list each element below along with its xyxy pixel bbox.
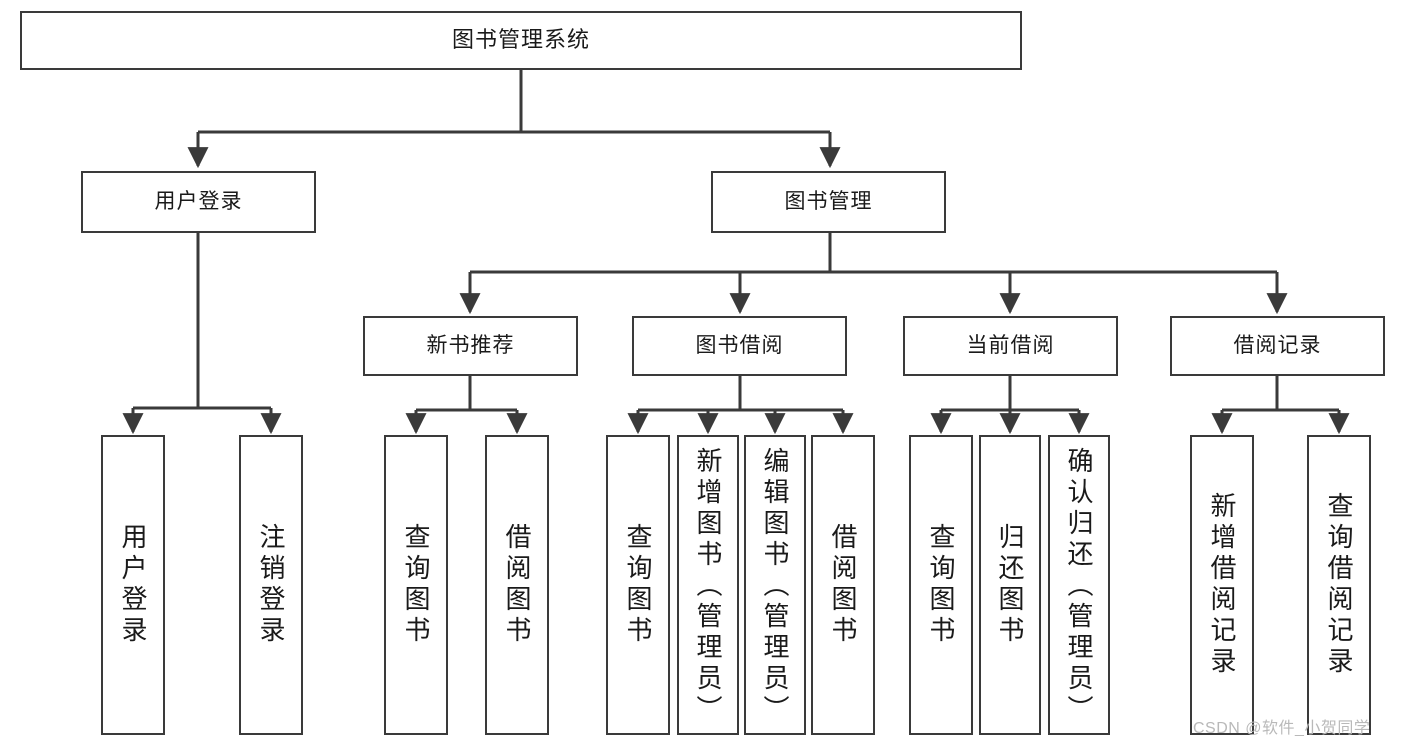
node-label: 确认归还（管理员）: [1064, 447, 1094, 726]
node-label: 图书管理系统: [451, 27, 590, 53]
leaf-record-add-borrow-record[interactable]: 新增借阅记录: [1190, 435, 1254, 735]
node-label: 借阅记录: [1233, 334, 1322, 358]
leaf-user-logout[interactable]: 注销登录: [239, 435, 303, 735]
node-user-login[interactable]: 用户登录: [81, 171, 316, 233]
leaf-recommend-borrow-book[interactable]: 借阅图书: [485, 435, 549, 735]
node-label: 查询借阅记录: [1324, 492, 1354, 678]
leaf-current-return-book[interactable]: 归还图书: [979, 435, 1041, 735]
node-label: 图书借阅: [695, 334, 784, 358]
node-label: 新增图书（管理员）: [693, 447, 723, 726]
node-label: 注销登录: [256, 523, 286, 647]
leaf-recommend-query-book[interactable]: 查询图书: [384, 435, 448, 735]
leaf-borrow-borrow-book[interactable]: 借阅图书: [811, 435, 875, 735]
node-label: 新书推荐: [426, 334, 515, 358]
leaf-borrow-query-book[interactable]: 查询图书: [606, 435, 670, 735]
node-label: 当前借阅: [966, 334, 1055, 358]
node-label: 借阅图书: [828, 523, 858, 647]
node-label: 新增借阅记录: [1207, 492, 1237, 678]
node-current-borrow[interactable]: 当前借阅: [903, 316, 1118, 376]
leaf-current-query-book[interactable]: 查询图书: [909, 435, 973, 735]
node-root-system[interactable]: 图书管理系统: [20, 11, 1022, 70]
leaf-record-query-borrow-record[interactable]: 查询借阅记录: [1307, 435, 1371, 735]
leaf-borrow-add-book-admin[interactable]: 新增图书（管理员）: [677, 435, 739, 735]
node-label: 查询图书: [401, 523, 431, 647]
leaf-user-login[interactable]: 用户登录: [101, 435, 165, 735]
node-book-borrow[interactable]: 图书借阅: [632, 316, 847, 376]
leaf-current-confirm-return-admin[interactable]: 确认归还（管理员）: [1048, 435, 1110, 735]
leaf-borrow-edit-book-admin[interactable]: 编辑图书（管理员）: [744, 435, 806, 735]
node-new-book-recommend[interactable]: 新书推荐: [363, 316, 578, 376]
node-label: 用户登录: [154, 190, 243, 214]
node-label: 归还图书: [995, 523, 1025, 647]
node-label: 用户登录: [118, 523, 148, 647]
watermark-text: CSDN @软件_小贺同学: [1193, 720, 1371, 737]
node-label: 查询图书: [926, 523, 956, 647]
node-label: 借阅图书: [502, 523, 532, 647]
node-book-management[interactable]: 图书管理: [711, 171, 946, 233]
node-label: 编辑图书（管理员）: [760, 447, 790, 726]
node-label: 图书管理: [784, 190, 873, 214]
node-borrow-record[interactable]: 借阅记录: [1170, 316, 1385, 376]
node-label: 查询图书: [623, 523, 653, 647]
